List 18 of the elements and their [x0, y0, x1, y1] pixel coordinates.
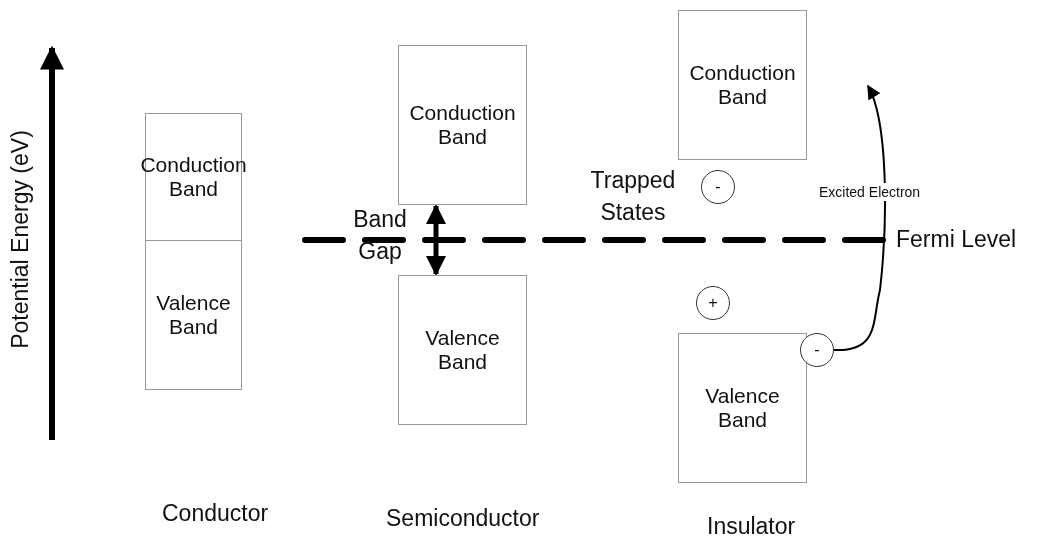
column-label: Insulator — [707, 513, 796, 540]
annotation-label: Fermi Level — [896, 226, 1017, 253]
annotation-label: Band Gap — [352, 205, 408, 266]
annotation-label: Trapped States — [589, 166, 677, 227]
charge-circle: - — [800, 333, 834, 367]
band-box: Conduction Band — [678, 10, 807, 160]
charge-circle: - — [701, 170, 735, 204]
band-box: Valence Band — [398, 275, 527, 425]
band-box: Valence Band — [145, 240, 242, 390]
double-arrow — [426, 204, 446, 276]
axis-label: Potential Energy (eV) — [6, 129, 34, 350]
edge-label: Excited Electron — [817, 183, 923, 201]
band-box: Conduction Band — [398, 45, 527, 205]
column-label: Conductor — [162, 500, 269, 527]
column-label: Semiconductor — [386, 505, 540, 532]
arrow — [833, 84, 886, 351]
charge-circle: + — [696, 286, 730, 320]
band-box: Valence Band — [678, 333, 807, 483]
